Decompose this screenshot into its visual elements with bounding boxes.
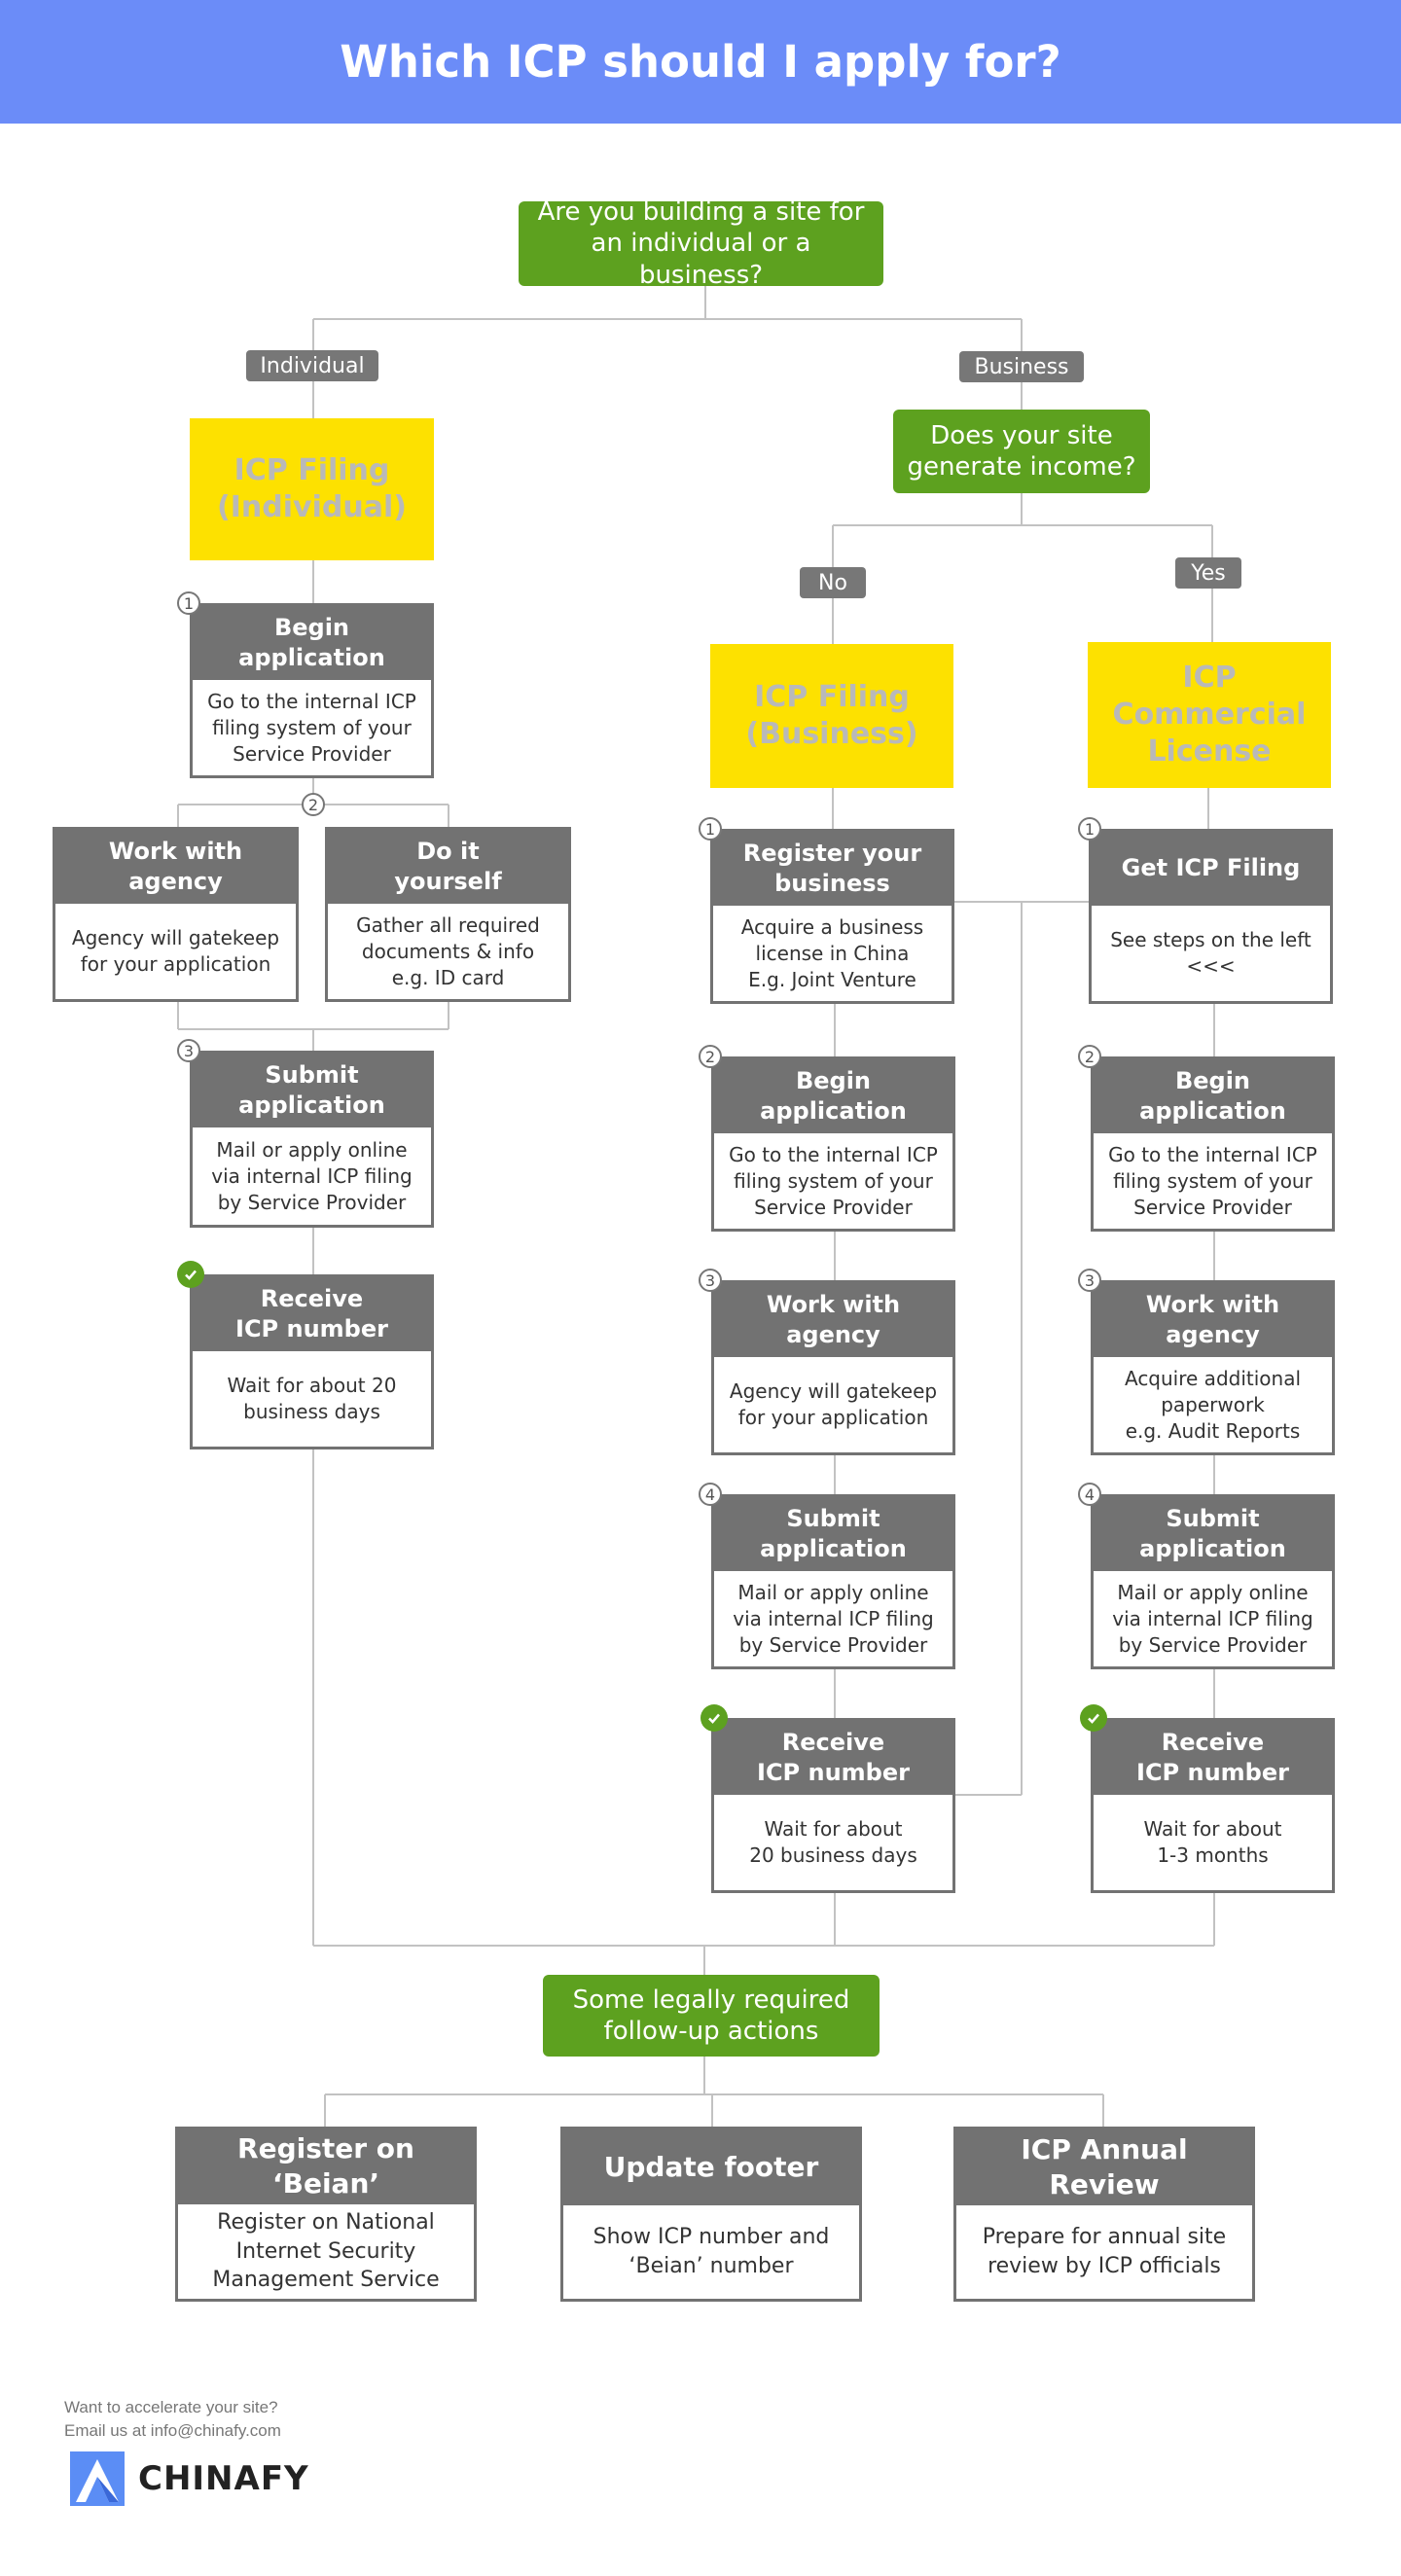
card-title: Submit application (1094, 1497, 1332, 1571)
business-agency-card: Work with agency Agency will gatekeep fo… (711, 1280, 955, 1455)
tag-yes: Yes (1175, 557, 1241, 589)
income-question: Does your site generate income? (893, 410, 1150, 493)
check-icon (1080, 1704, 1107, 1732)
card-title: Submit application (714, 1497, 952, 1571)
business-receive-card: Receive ICP number Wait for about 20 bus… (711, 1718, 955, 1893)
followup-heading: Some legally required follow-up actions (543, 1975, 880, 2057)
step-number-badge: 3 (699, 1269, 722, 1292)
card-title: Begin application (193, 606, 431, 680)
action-card-annual-review: ICP Annual Review Prepare for annual sit… (953, 2127, 1255, 2302)
card-body: Show ICP number and ‘Beian’ number (593, 2225, 830, 2278)
start-question: Are you building a site for an individua… (519, 197, 883, 290)
card-body: Go to the internal ICP filing system of … (207, 689, 416, 766)
card-body: See steps on the left <<< (1110, 928, 1311, 978)
step-number-badge: 1 (1078, 817, 1101, 841)
card-title: Work with agency (1094, 1283, 1332, 1357)
card-body: Mail or apply online via internal ICP fi… (733, 1580, 934, 1657)
logo-text: CHINAFY (138, 2459, 309, 2498)
card-title: Register on ‘Beian’ (178, 2129, 474, 2204)
step-number-badge: 3 (1078, 1269, 1101, 1292)
card-body: Mail or apply online via internal ICP fi… (211, 1137, 413, 1214)
page-header: Which ICP should I apply for? (0, 0, 1401, 124)
business-begin-card: Begin application Go to the internal ICP… (711, 1056, 955, 1232)
card-body: Wait for about 20 business days (749, 1817, 917, 1867)
action-card-footer: Update footer Show ICP number and ‘Beian… (560, 2127, 862, 2302)
card-title: Receive ICP number (714, 1721, 952, 1795)
card-body: Agency will gatekeep for your applicatio… (729, 1379, 938, 1429)
commercial-begin-card: Begin application Go to the internal ICP… (1091, 1056, 1335, 1232)
step-number-badge: 2 (699, 1045, 722, 1068)
card-body: Acquire additional paperwork e.g. Audit … (1124, 1366, 1302, 1443)
step-number-badge: 3 (177, 1039, 200, 1062)
individual-submit-card: Submit application Mail or apply online … (190, 1051, 434, 1228)
type-icp-filing-business: ICP Filing (Business) (710, 644, 953, 788)
business-submit-card: Submit application Mail or apply online … (711, 1494, 955, 1669)
step-number-badge: 4 (699, 1483, 722, 1506)
page-title: Which ICP should I apply for? (340, 36, 1061, 88)
individual-receive-card: Receive ICP number Wait for about 20 bus… (190, 1274, 434, 1449)
action-card-beian: Register on ‘Beian’ Register on National… (175, 2127, 477, 2302)
step-number-badge: 1 (177, 591, 200, 615)
contact-note: Want to accelerate your site? Email us a… (64, 2398, 281, 2440)
card-body: Mail or apply online via internal ICP fi… (1112, 1580, 1313, 1657)
card-title: Begin application (714, 1059, 952, 1133)
chinafy-logo-icon (70, 2451, 125, 2506)
type-icp-filing-individual: ICP Filing (Individual) (190, 418, 434, 560)
commercial-agency-card: Work with agency Acquire additional pape… (1091, 1280, 1335, 1455)
card-title: Register your business (713, 832, 952, 906)
commercial-receive-card: Receive ICP number Wait for about 1-3 mo… (1091, 1718, 1335, 1893)
commercial-submit-card: Submit application Mail or apply online … (1091, 1494, 1335, 1669)
type-icp-commercial-license: ICP Commercial License (1088, 642, 1331, 788)
card-body: Gather all required documents & info e.g… (356, 912, 540, 989)
check-icon (700, 1704, 728, 1732)
check-icon (177, 1261, 204, 1288)
step-number-badge: 2 (1078, 1045, 1101, 1068)
card-body: Go to the internal ICP filing system of … (1108, 1142, 1317, 1219)
card-title: Work with agency (714, 1283, 952, 1357)
card-body: Prepare for annual site review by ICP of… (982, 2225, 1227, 2278)
step-number-badge: 4 (1078, 1483, 1101, 1506)
chinafy-logo: CHINAFY (70, 2451, 309, 2506)
card-title: Update footer (563, 2129, 859, 2205)
card-body: Register on National Internet Security M… (212, 2209, 440, 2293)
step-number-badge: 1 (699, 817, 722, 841)
card-title: Do it yourself (328, 830, 568, 904)
card-title: Submit application (193, 1054, 431, 1127)
individual-diy-card: Do it yourself Gather all required docum… (325, 827, 571, 1002)
commercial-filing-card: Get ICP Filing See steps on the left <<< (1089, 829, 1333, 1004)
individual-begin-card: Begin application Go to the internal ICP… (190, 603, 434, 778)
tag-individual: Individual (246, 350, 378, 381)
card-title: Receive ICP number (193, 1277, 431, 1351)
card-title: Receive ICP number (1094, 1721, 1332, 1795)
card-body: Agency will gatekeep for your applicatio… (71, 926, 280, 976)
step-number-badge: 2 (302, 793, 325, 816)
card-body: Wait for about 1-3 months (1143, 1817, 1282, 1867)
card-title: ICP Annual Review (956, 2129, 1252, 2205)
tag-business: Business (959, 351, 1084, 382)
card-title: Begin application (1094, 1059, 1332, 1133)
card-title: Get ICP Filing (1092, 832, 1330, 906)
tag-no: No (800, 567, 866, 598)
individual-agency-card: Work with agency Agency will gatekeep fo… (53, 827, 299, 1002)
business-register-card: Register your business Acquire a busines… (710, 829, 954, 1004)
card-body: Wait for about 20 business days (227, 1374, 397, 1423)
card-title: Work with agency (55, 830, 296, 904)
card-body: Go to the internal ICP filing system of … (729, 1142, 938, 1219)
card-body: Acquire a business license in China E.g.… (740, 914, 924, 991)
